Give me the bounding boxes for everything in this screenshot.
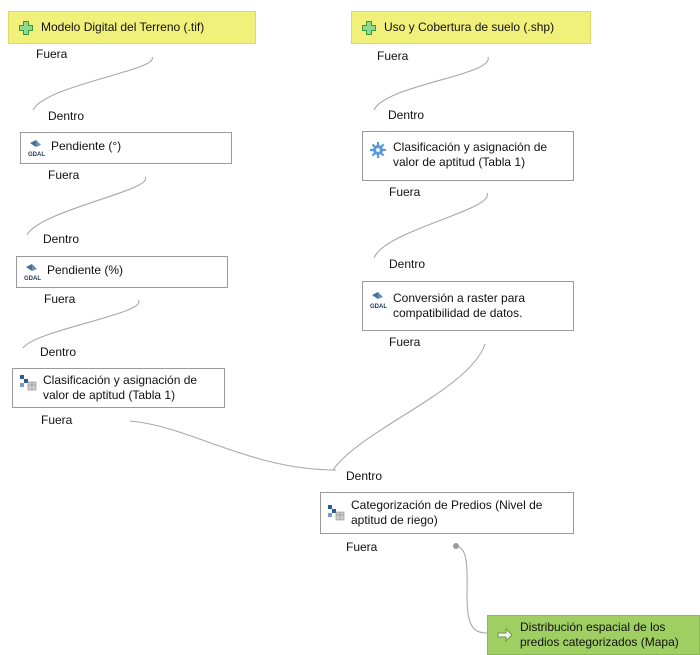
port-in-clasif-right[interactable]: Dentro bbox=[388, 108, 425, 122]
port-in-conversion[interactable]: Dentro bbox=[389, 257, 426, 271]
gdal-icon: GDAL bbox=[27, 139, 45, 158]
gear-icon bbox=[369, 140, 387, 158]
algorithm-node-pendiente-grados[interactable]: GDAL Pendiente (°) bbox=[20, 132, 232, 164]
node-label: Distribución espacial de los predios cat… bbox=[520, 620, 679, 649]
port-out-clasif-right[interactable]: Fuera bbox=[389, 185, 421, 199]
wire-clasif-right-to-conversion bbox=[373, 192, 488, 259]
wire-uso-to-clasif-right bbox=[373, 56, 489, 111]
grid-reclass-icon bbox=[327, 503, 345, 521]
svg-text:GDAL: GDAL bbox=[24, 276, 41, 281]
gdal-icon: GDAL bbox=[23, 263, 41, 282]
node-label: Pendiente (°) bbox=[51, 139, 122, 153]
port-out-mdt[interactable]: Fuera bbox=[36, 47, 68, 61]
port-out-clasif-left[interactable]: Fuera bbox=[41, 413, 73, 427]
node-label: Categorización de Predios (Nivel de apti… bbox=[351, 498, 543, 527]
port-out-categorizacion[interactable]: Fuera bbox=[346, 540, 378, 554]
port-in-clasif-left[interactable]: Dentro bbox=[40, 345, 77, 359]
gdal-icon: GDAL bbox=[369, 291, 387, 310]
node-label: Pendiente (%) bbox=[47, 263, 124, 277]
port-in-pendiente-grados[interactable]: Dentro bbox=[48, 109, 85, 123]
wire-clasif-left-to-categorizacion bbox=[129, 420, 337, 471]
algorithm-node-clasificacion-right[interactable]: Clasificación y asignación de valor de a… bbox=[362, 131, 574, 181]
port-out-uso-suelo[interactable]: Fuera bbox=[377, 49, 409, 63]
add-input-icon bbox=[360, 19, 378, 37]
port-in-categorizacion[interactable]: Dentro bbox=[346, 469, 383, 483]
input-node-mdt[interactable]: Modelo Digital del Terreno (.tif) bbox=[8, 11, 256, 44]
wire-pendiente-grados-to-pendiente-porc bbox=[26, 176, 146, 236]
wire-conversion-to-categorizacion bbox=[332, 343, 486, 471]
wire-categorizacion-to-salida bbox=[455, 545, 488, 634]
svg-text:GDAL: GDAL bbox=[370, 304, 387, 309]
input-node-uso-suelo[interactable]: Uso y Cobertura de suelo (.shp) bbox=[351, 11, 591, 44]
port-dot bbox=[453, 543, 459, 549]
wire-mdt-to-pendiente-grados bbox=[32, 56, 153, 111]
port-out-conversion[interactable]: Fuera bbox=[389, 335, 421, 349]
output-node-distribucion[interactable]: Distribución espacial de los predios cat… bbox=[487, 615, 700, 655]
port-out-pendiente-porc[interactable]: Fuera bbox=[44, 292, 76, 306]
algorithm-node-pendiente-porc[interactable]: GDAL Pendiente (%) bbox=[16, 256, 228, 288]
algorithm-node-categorizacion[interactable]: Categorización de Predios (Nivel de apti… bbox=[320, 492, 574, 534]
node-label: Clasificación y asignación de valor de a… bbox=[43, 373, 198, 402]
port-out-pendiente-grados[interactable]: Fuera bbox=[48, 168, 80, 182]
node-label: Conversión a raster para compatibilidad … bbox=[393, 291, 526, 320]
output-arrow-icon bbox=[496, 626, 514, 644]
algorithm-node-conversion[interactable]: GDAL Conversión a raster para compatibil… bbox=[362, 281, 574, 331]
grid-reclass-icon bbox=[19, 373, 37, 391]
wire-pendiente-porc-to-clasif-left bbox=[22, 299, 140, 349]
algorithm-node-clasificacion-left[interactable]: Clasificación y asignación de valor de a… bbox=[12, 368, 225, 408]
port-in-pendiente-porc[interactable]: Dentro bbox=[43, 232, 80, 246]
node-label: Modelo Digital del Terreno (.tif) bbox=[41, 20, 205, 34]
node-label: Clasificación y asignación de valor de a… bbox=[393, 140, 548, 169]
add-input-icon bbox=[17, 19, 35, 37]
svg-text:GDAL: GDAL bbox=[28, 152, 45, 157]
node-label: Uso y Cobertura de suelo (.shp) bbox=[384, 20, 555, 34]
